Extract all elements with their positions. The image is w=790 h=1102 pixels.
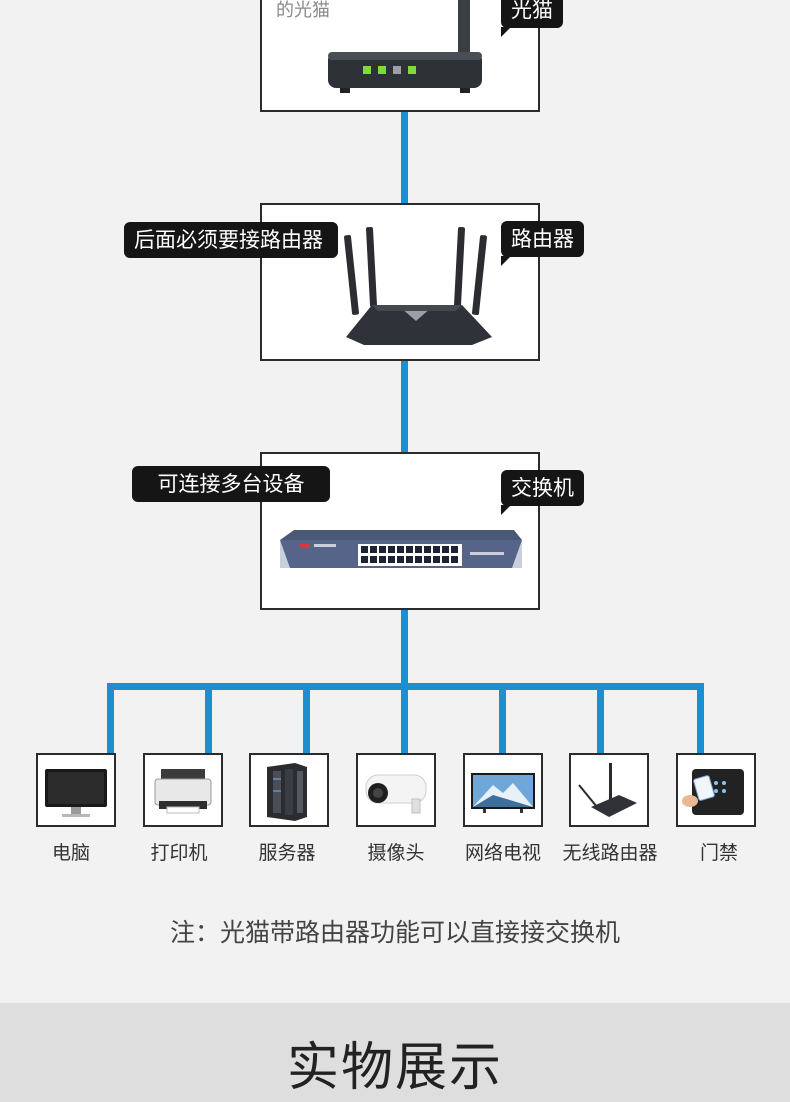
network-topology-diagram: 的光猫 光猫 后面必须要接路由器 路由器 (36, 0, 756, 947)
drop-line-6 (597, 683, 604, 755)
endpoint-label-access-control: 门禁 (699, 842, 739, 864)
router-tag: 路由器 (501, 221, 584, 266)
tv-icon (471, 773, 535, 813)
server-rack-icon (267, 763, 307, 821)
endpoint-label-printer: 打印机 (150, 842, 208, 864)
optical-modem-box: 的光猫 (260, 0, 540, 112)
endpoint-camera (356, 753, 436, 827)
link-router-switch (401, 359, 408, 454)
link-switch-bus (401, 608, 408, 688)
printer-icon (154, 769, 212, 814)
access-control-icon (682, 769, 744, 815)
drop-line-1 (107, 683, 114, 755)
switch-note-tag: 可连接多台设备 (132, 466, 330, 502)
endpoint-label-server: 服务器 (258, 842, 316, 864)
drop-line-3 (303, 683, 310, 755)
endpoint-label-computer: 电脑 (51, 842, 91, 864)
drop-line-2 (205, 683, 212, 755)
endpoint-printer (143, 753, 223, 827)
endpoint-label-wireless-router: 无线路由器 (562, 842, 658, 864)
wireless-router-icon (578, 763, 637, 817)
endpoint-label-camera: 摄像头 (367, 842, 425, 864)
optical-modem-icon (328, 0, 482, 93)
endpoint-label-tv: 网络电视 (464, 842, 542, 864)
section-title: 实物展示 (286, 1038, 503, 1098)
network-switch-icon (280, 530, 522, 568)
endpoint-wireless-router (569, 753, 649, 827)
router-icon (344, 226, 492, 345)
optical-modem-tag: 光猫 (501, 0, 563, 37)
drop-line-4 (401, 683, 408, 755)
switch-tag: 交换机 (501, 470, 584, 515)
endpoint-computer (36, 753, 116, 827)
section-header: 实物展示 (0, 1003, 790, 1102)
link-modem-router (401, 110, 408, 205)
security-camera-icon (365, 774, 427, 814)
endpoint-access-control (676, 753, 756, 827)
endpoint-tv (463, 753, 543, 827)
drop-line-5 (499, 683, 506, 755)
optical-modem-caption: 的光猫 (276, 0, 330, 21)
endpoint-server (249, 753, 329, 827)
monitor-icon (45, 769, 107, 817)
router-note-tag: 后面必须要接路由器 (124, 222, 338, 258)
footnote: 注：光猫带路由器功能可以直接接交换机 (169, 918, 620, 947)
drop-line-7 (697, 683, 704, 755)
